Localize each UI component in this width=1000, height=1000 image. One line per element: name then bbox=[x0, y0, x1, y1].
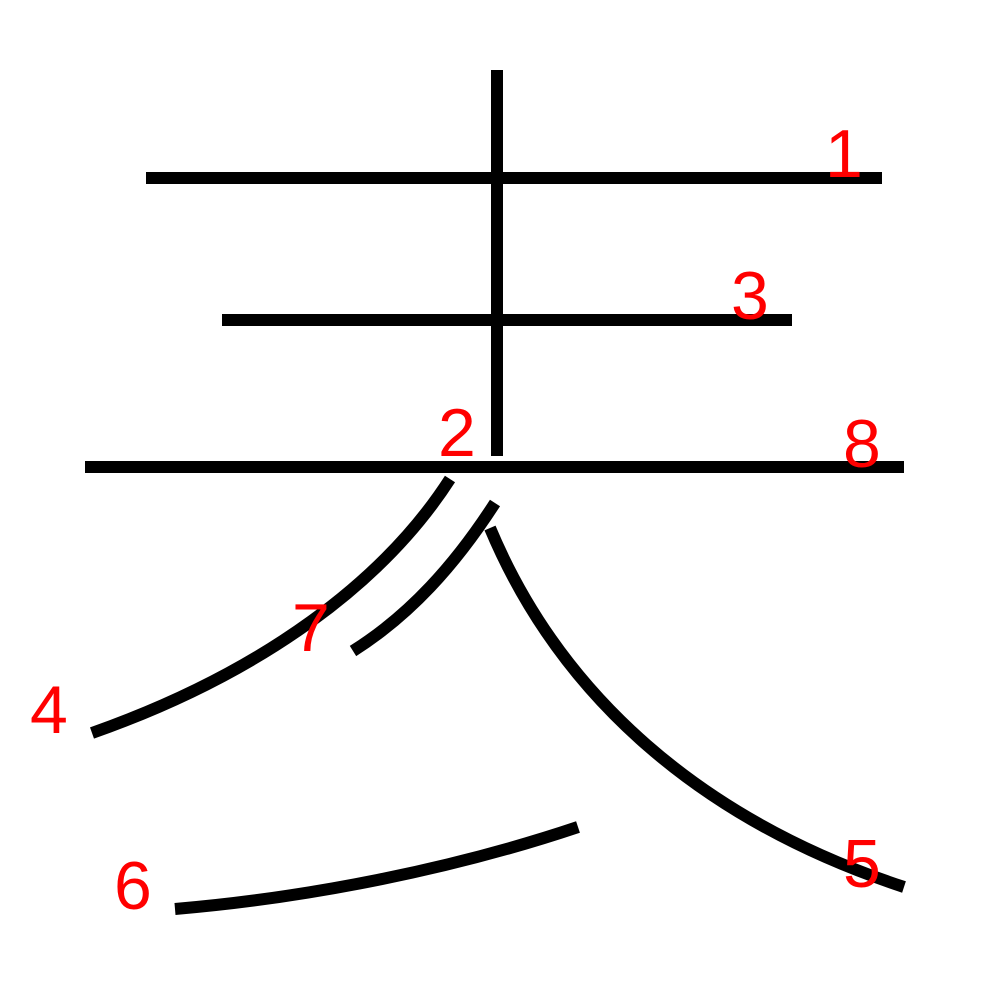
stroke-6 bbox=[174, 821, 580, 915]
stroke-label-7: 7 bbox=[292, 590, 330, 666]
stroke-label-4: 4 bbox=[30, 672, 68, 748]
stroke-label-5: 5 bbox=[843, 826, 881, 902]
stroke-label-8: 8 bbox=[843, 406, 881, 482]
stroke-label-3: 3 bbox=[731, 258, 769, 334]
stroke-label-2: 2 bbox=[438, 395, 476, 471]
stroke-label-6: 6 bbox=[114, 848, 152, 924]
stroke-5 bbox=[484, 525, 906, 893]
stroke-label-1: 1 bbox=[825, 116, 863, 192]
stroke-7 bbox=[349, 499, 501, 657]
stroke-4 bbox=[90, 475, 456, 739]
